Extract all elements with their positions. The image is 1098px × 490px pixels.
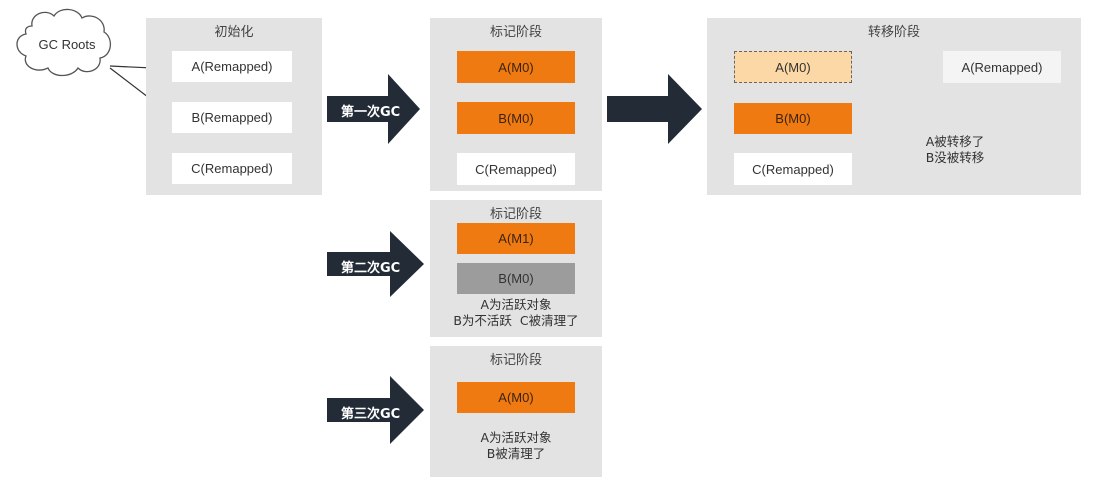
mark3-notes: A为活跃对象 B被清理了 — [430, 430, 602, 462]
mark2-notes: A为活跃对象 B为不活跃 C被清理了 — [430, 297, 602, 329]
relocate-title: 转移阶段 — [867, 25, 920, 40]
mark1-panel: 标记阶段 A(M0) B(M0) C(Remapped) — [430, 18, 602, 191]
init-panel: 初始化 A(Remapped) B(Remapped) C(Remapped) — [146, 18, 322, 195]
mark3-panel: 标记阶段 A(M0) A为活跃对象 B被清理了 — [430, 346, 602, 477]
gc1-label: 第一次GC — [341, 105, 401, 120]
init-box-c: C(Remapped) — [172, 153, 292, 184]
gc2-label: 第二次GC — [341, 261, 401, 276]
relocate-box-c: C(Remapped) — [734, 153, 852, 185]
mark1-title: 标记阶段 — [489, 25, 542, 40]
gc3-arrow — [327, 376, 424, 444]
relocate-box-a: A(M0) — [734, 51, 852, 83]
mark1-box-a: A(M0) — [457, 51, 575, 83]
mark2-title: 标记阶段 — [489, 207, 542, 222]
init-title: 初始化 — [214, 25, 254, 40]
mark1-box-c: C(Remapped) — [457, 153, 575, 185]
gc2-arrow — [327, 231, 424, 297]
relocate-note-1: A被转移了 — [925, 134, 985, 149]
gc-roots-cloud — [16, 8, 111, 77]
mark2-note-1: A为活跃对象 — [480, 297, 552, 312]
gc-to-relocate-arrow — [607, 74, 702, 144]
mark3-note-1: A为活跃对象 — [480, 430, 552, 445]
gc1-arrow — [327, 74, 420, 144]
gc-roots-label: GC Roots — [38, 37, 96, 52]
mark2-panel: 标记阶段 A(M1) B(M0) A为活跃对象 B为不活跃 C被清理了 — [430, 200, 602, 337]
mark1-box-b: B(M0) — [457, 102, 575, 134]
mark3-box-a: A(M0) — [457, 382, 575, 413]
relocate-panel: 转移阶段 A(M0) B(M0) C(Remapped) A(Remapped)… — [707, 18, 1081, 195]
init-box-a: A(Remapped) — [172, 51, 292, 82]
gc3-label: 第三次GC — [341, 407, 401, 422]
mark3-note-2: B被清理了 — [486, 446, 546, 461]
relocate-notes: A被转移了 B没被转移 — [905, 134, 1005, 166]
mark2-box-b: B(M0) — [457, 263, 575, 294]
relocate-box-b: B(M0) — [734, 103, 852, 134]
mark2-box-a: A(M1) — [457, 223, 575, 254]
relocate-target-box: A(Remapped) — [943, 51, 1061, 83]
relocate-note-2: B没被转移 — [925, 150, 985, 165]
mark3-title: 标记阶段 — [489, 353, 542, 368]
init-box-b: B(Remapped) — [172, 102, 292, 133]
mark2-note-2: B为不活跃 C被清理了 — [453, 313, 579, 328]
